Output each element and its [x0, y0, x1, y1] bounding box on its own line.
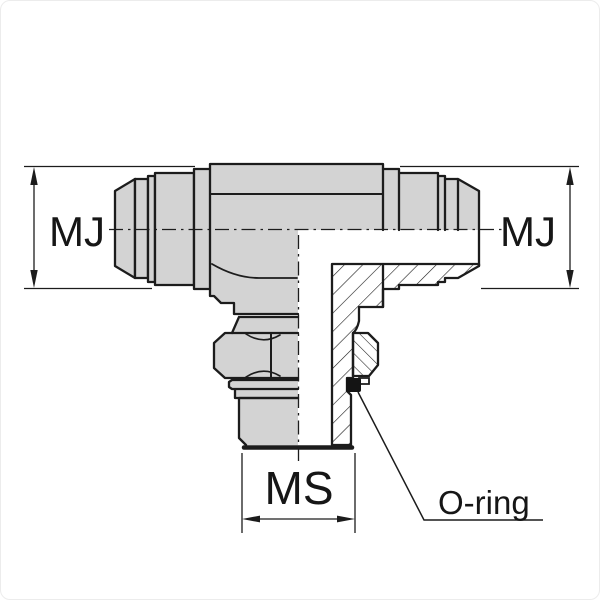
right-port-flange — [383, 169, 399, 230]
left-port-ring — [133, 177, 150, 280]
bottom-stud-label: MS — [265, 462, 334, 514]
locknut-chamfer-arc-bottom — [245, 370, 281, 378]
oring-label: O-ring — [438, 484, 530, 521]
right-mj-extension-lines — [400, 165, 579, 290]
stud-left-half — [239, 398, 298, 445]
bore-cavity — [298, 230, 479, 445]
body-branch-fillet-edge — [211, 263, 298, 279]
right-port-label: MJ — [500, 208, 556, 255]
body-outline — [208, 162, 385, 316]
left-mj-arrow-down — [30, 270, 38, 288]
right-port-ring — [445, 179, 458, 230]
body-external — [210, 164, 383, 314]
section-hatch — [330, 262, 481, 447]
left-mj-extension-lines — [24, 165, 195, 290]
oring-group — [346, 378, 543, 521]
dimensions — [24, 165, 579, 533]
right-mj-arrow-up — [566, 167, 574, 185]
locknut-hex — [214, 333, 298, 378]
ms-extension-lines — [241, 453, 356, 533]
right-mj-arrow-down — [566, 270, 574, 288]
oring-seal — [346, 378, 361, 392]
branch-collar — [232, 317, 298, 333]
fitting-gray-parts — [113, 164, 479, 445]
left-port-label: MJ — [49, 208, 105, 255]
locknut-outline — [212, 331, 300, 380]
ms-arrow-left — [242, 515, 260, 523]
dimension-arrowheads — [30, 167, 574, 523]
left-mj-arrow-up — [30, 167, 38, 185]
right-port-nose-cone — [458, 179, 479, 230]
washer-ring-1 — [229, 380, 298, 389]
locknut-chamfer-arc-top — [245, 333, 281, 341]
right-port-edges — [381, 167, 481, 268]
body-section-hatch — [330, 262, 481, 447]
part-outlines — [208, 162, 481, 450]
locknut-section-hatch — [351, 331, 380, 378]
branch-collar-edges — [230, 315, 300, 335]
oring-leader-line — [357, 391, 543, 521]
right-port-collar — [438, 176, 445, 230]
right-mj-port-upper — [383, 169, 479, 230]
bottom-branch-left — [214, 317, 298, 445]
right-port-thread-section — [399, 173, 438, 230]
washer-ring-2 — [235, 389, 298, 398]
stud-edges — [237, 396, 300, 447]
ms-arrow-right — [337, 515, 355, 523]
centerlines — [109, 228, 506, 464]
left-port-nose-cone — [113, 177, 137, 280]
